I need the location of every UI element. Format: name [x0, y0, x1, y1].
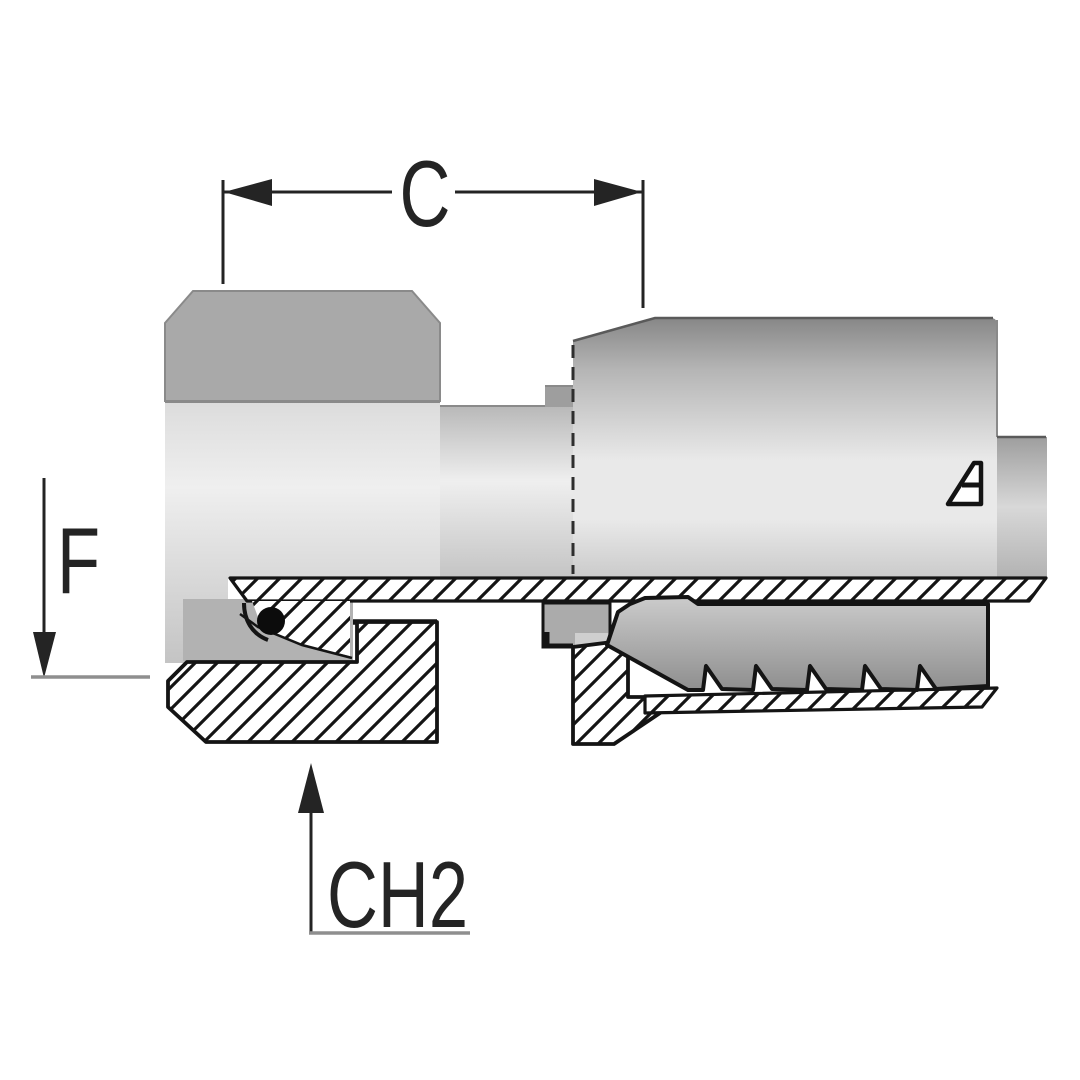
c-arrow-right — [594, 179, 642, 206]
fitting-body — [164, 290, 1047, 663]
hex-nut-top-facet — [164, 290, 441, 402]
ferrule-tail — [997, 437, 1047, 577]
f-dimension-label: F — [57, 508, 100, 613]
ferrule — [571, 316, 1047, 577]
o-ring-groove — [239, 601, 353, 660]
ferrule-back-wall — [541, 601, 999, 746]
f-arrow-down — [33, 632, 56, 678]
dimension-ch2: CH2 — [298, 763, 470, 947]
stem-stop-edge — [544, 632, 573, 649]
section-view — [166, 576, 1048, 746]
hex-nut — [164, 290, 441, 663]
hose-stem-serrated — [605, 595, 990, 692]
body-collar — [440, 385, 577, 578]
ferrule-top-edge — [572, 316, 993, 343]
upper-section-wall — [228, 576, 1048, 603]
collar-step — [545, 385, 577, 407]
collar-face — [440, 405, 577, 578]
ch2-arrow-up — [298, 763, 324, 813]
nut-section — [166, 619, 439, 744]
lower-section-wall — [643, 686, 999, 715]
dimension-f: F — [31, 478, 150, 679]
hex-nut-front-facet — [165, 401, 440, 578]
ferrule-shell — [573, 318, 997, 577]
ch2-dimension-label: CH2 — [327, 842, 468, 947]
groove-left-wall — [242, 602, 269, 642]
nut-section-block — [166, 620, 439, 744]
dimension-c: C — [221, 141, 645, 308]
c-arrow-left — [224, 179, 272, 206]
o-ring — [257, 607, 285, 635]
c-dimension-label: C — [400, 141, 451, 246]
manufacturer-logo — [945, 460, 984, 507]
